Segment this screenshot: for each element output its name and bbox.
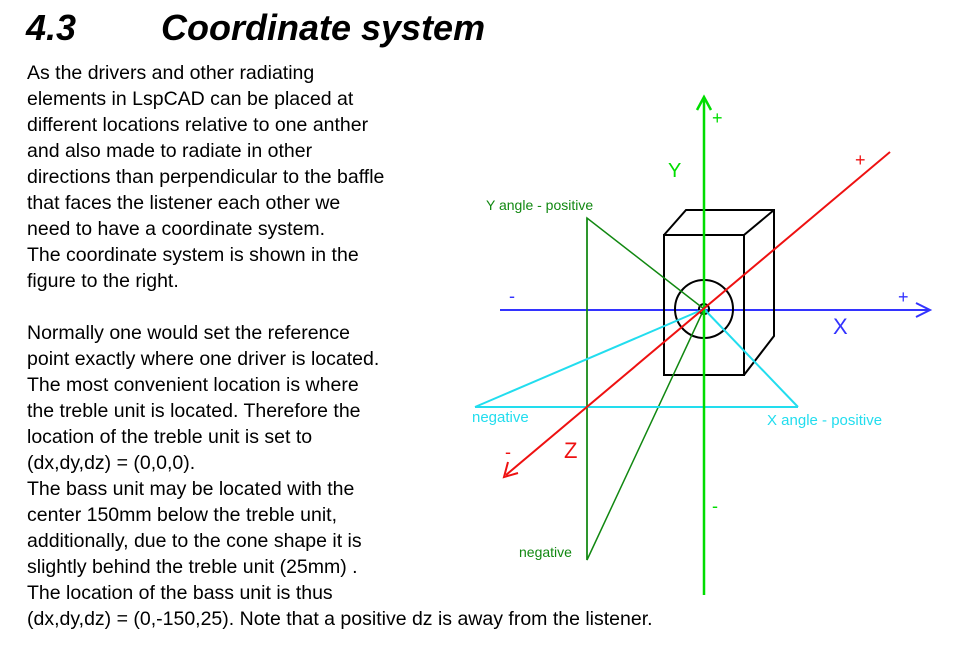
text-line: figure to the right.	[27, 270, 179, 292]
text-line: elements in LspCAD can be placed at	[27, 88, 354, 110]
section-title: Coordinate system	[161, 7, 486, 48]
y-angle-positive-label: Y angle - positive	[486, 197, 593, 213]
text-line: As the drivers and other radiating	[27, 62, 315, 84]
text-line: location of the treble unit is set to	[27, 426, 313, 448]
x-angle-negative-label: negative	[472, 409, 529, 426]
y-angle-negative-label: negative	[519, 544, 572, 560]
text-line: and also made to radiate in other	[27, 140, 313, 162]
x-plus-sign: +	[898, 287, 909, 307]
text-line: directions than perpendicular to the baf…	[27, 166, 385, 188]
text-line: slightly behind the treble unit (25mm) .	[27, 556, 358, 578]
section-heading: 4.3 Coordinate system	[26, 4, 485, 52]
x-angle-positive-label: X angle - positive	[767, 412, 882, 429]
text-line: Normally one would set the reference	[27, 322, 350, 344]
text-line: (dx,dy,dz) = (0,-150,25). Note that a po…	[27, 608, 653, 630]
z-plus-sign: +	[855, 150, 866, 170]
text-line: The coordinate system is shown in the	[27, 244, 359, 266]
y-axis	[695, 94, 713, 595]
text-line: The bass unit may be located with the	[27, 478, 355, 500]
text-line: center 150mm below the treble unit,	[27, 504, 338, 526]
text-line: need to have a coordinate system.	[27, 218, 326, 240]
section-number: 4.3	[26, 7, 77, 48]
y-plus-sign: +	[712, 108, 723, 128]
y-angle-construction	[586, 216, 705, 561]
text-line: (dx,dy,dz) = (0,0,0).	[27, 452, 196, 474]
x-axis-label: X	[833, 314, 848, 339]
text-line: that faces the listener each other we	[27, 192, 341, 214]
text-line: The most convenient location is where	[27, 374, 359, 396]
x-axis	[500, 302, 933, 318]
text-line: the treble unit is located. Therefore th…	[27, 400, 361, 422]
text-line: different locations relative to one anth…	[27, 114, 369, 136]
paragraph-intro: As the drivers and other radiating eleme…	[27, 60, 384, 294]
text-line: point exactly where one driver is locate…	[27, 348, 380, 370]
text-line: additionally, due to the cone shape it i…	[27, 530, 362, 552]
z-axis-label: Z	[564, 438, 577, 463]
text-line: The location of the bass unit is thus	[27, 582, 333, 604]
z-axis	[502, 151, 891, 479]
paragraph-reference-point: Normally one would set the reference poi…	[27, 320, 653, 632]
y-axis-label: Y	[668, 160, 681, 182]
y-minus-sign: -	[712, 496, 718, 516]
x-angle-construction	[474, 308, 799, 408]
x-minus-sign: -	[509, 286, 515, 306]
z-minus-sign: -	[505, 442, 511, 462]
